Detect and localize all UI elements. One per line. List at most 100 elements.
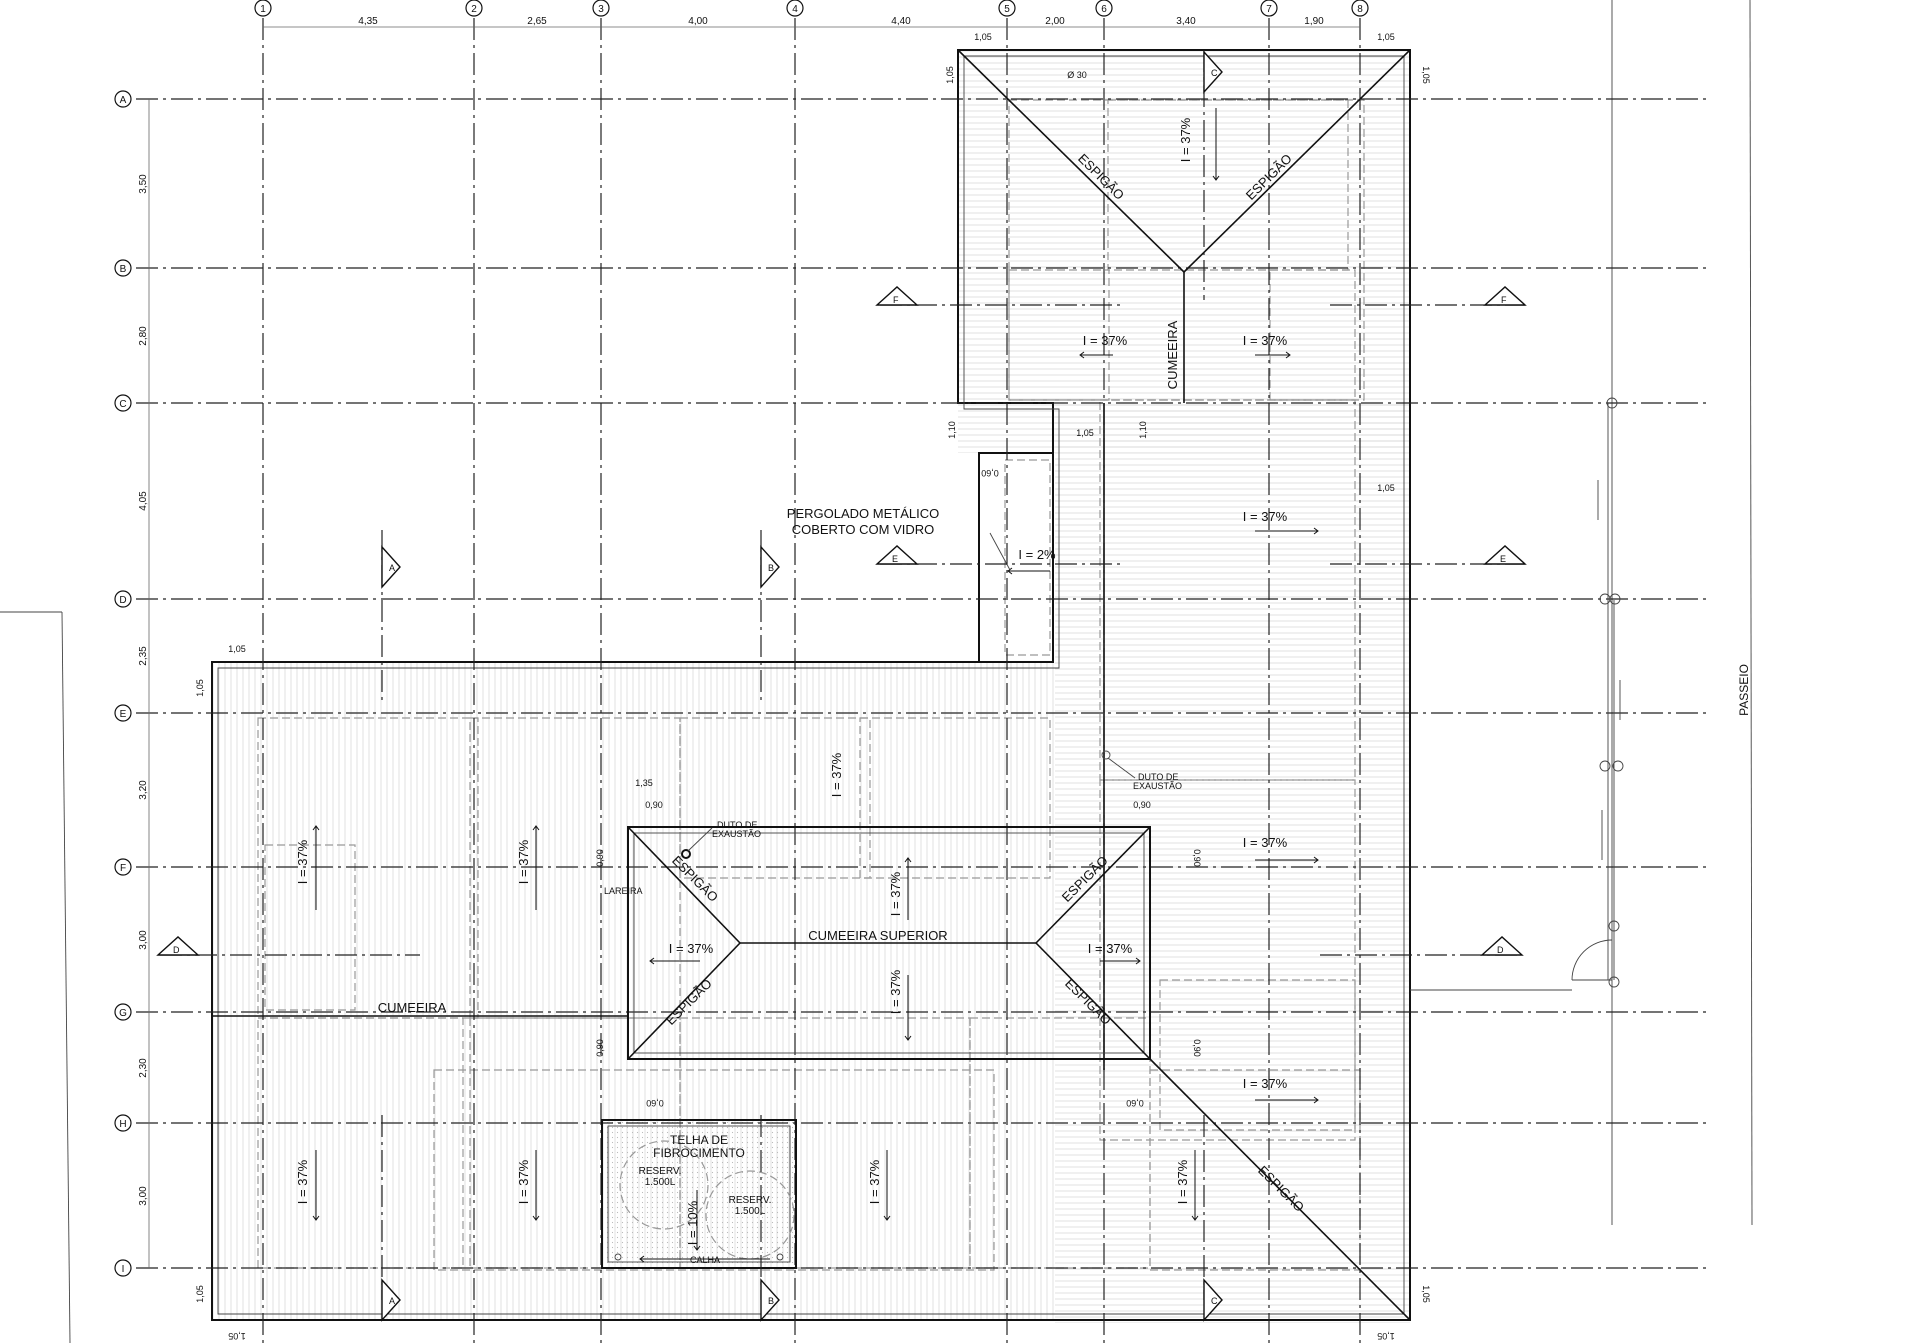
section-mark-f-left: F: [875, 286, 1120, 306]
row-bubble-f: F: [114, 858, 132, 876]
svg-text:I = 37%: I = 37%: [1243, 835, 1288, 850]
section-mark-d-left: D: [156, 936, 420, 956]
pergola-note-line1: PERGOLADO METÁLICO: [787, 506, 939, 521]
overhang-dim-top-left: 1,05: [974, 32, 992, 42]
pergola-outline: [978, 452, 1054, 663]
overhang-dim-top-vert-right: 1,05: [1421, 66, 1431, 84]
section-mark-b-top: B: [760, 530, 780, 700]
svg-text:A: A: [389, 1296, 395, 1306]
svg-text:B: B: [120, 264, 127, 275]
reservoir-1-capacity: 1.500L: [645, 1177, 676, 1188]
dim-vert-g: 0,90: [595, 1039, 605, 1057]
svg-text:7: 7: [1266, 4, 1272, 15]
row-bubble-d: D: [114, 590, 132, 608]
dim-right-vert-g: 0,90: [1192, 1039, 1202, 1057]
row-bubble-i: I: [114, 1259, 132, 1277]
svg-text:2,35: 2,35: [138, 646, 149, 666]
reservoir-1-label: RESERV.: [639, 1166, 682, 1177]
svg-text:E: E: [1500, 554, 1506, 564]
svg-text:6: 6: [1101, 4, 1107, 15]
svg-text:2,00: 2,00: [1045, 16, 1065, 27]
svg-text:4: 4: [792, 4, 798, 15]
reservoir-2-capacity: 1.500L: [735, 1206, 766, 1217]
svg-text:3,20: 3,20: [138, 780, 149, 800]
column-bubble-8: 8: [1351, 0, 1369, 17]
svg-text:G: G: [119, 1008, 127, 1019]
svg-text:4,35: 4,35: [358, 16, 378, 27]
svg-text:I = 37%: I = 37%: [516, 839, 531, 884]
slope-label-tank: I = 10%: [685, 1200, 700, 1245]
svg-text:4,00: 4,00: [688, 16, 708, 27]
svg-text:8: 8: [1357, 4, 1363, 15]
slope-arrows: [312, 108, 1319, 1251]
svg-text:I = 37%: I = 37%: [1243, 1076, 1288, 1091]
svg-text:C: C: [1211, 68, 1218, 78]
overhang-dim-left-vert: 1,05: [195, 679, 205, 697]
svg-text:F: F: [1501, 295, 1507, 305]
sidewalk-label: PASSEIO: [1737, 664, 1751, 716]
svg-text:5: 5: [1004, 4, 1010, 15]
fireplace-dim-vert: 0,90: [595, 849, 605, 867]
svg-text:3,40: 3,40: [1176, 16, 1196, 27]
section-mark-f-right: F: [1330, 286, 1527, 306]
svg-text:H: H: [119, 1119, 126, 1130]
overhang-dim-bottom-right: 1,05: [1377, 1331, 1395, 1341]
svg-text:EXAUSTÃO: EXAUSTÃO: [712, 829, 761, 839]
column-bubble-6: 6: [1095, 0, 1113, 17]
section-mark-e-right: E: [1330, 545, 1527, 565]
svg-text:I = 37%: I = 37%: [295, 839, 310, 884]
svg-text:D: D: [173, 945, 180, 955]
svg-text:I = 37%: I = 37%: [1088, 941, 1133, 956]
svg-text:4,05: 4,05: [138, 491, 149, 511]
overhang-dim-mid-right: 1,05: [1377, 483, 1395, 493]
upper-ridge-label: CUMEEIRA SUPERIOR: [808, 928, 947, 943]
tank-area: [601, 1119, 797, 1269]
svg-text:I: I: [122, 1264, 125, 1275]
upper-roof-block: [627, 826, 1411, 1321]
tank-roof-line2: FIBROCIMENTO: [653, 1146, 745, 1160]
dim-pergola-rot: 0,60: [981, 468, 999, 478]
dim-bottom-left-rot: 0,60: [646, 1098, 664, 1108]
slope-labels: I = 37% I = 37% I = 37% I = 37% I = 37% …: [295, 117, 1288, 1204]
step-dim-horiz: 1,05: [1076, 428, 1094, 438]
svg-text:I = 37%: I = 37%: [1083, 333, 1128, 348]
svg-text:C: C: [119, 399, 126, 410]
row-bubble-h: H: [114, 1114, 132, 1132]
section-mark-a-bottom: A: [381, 1115, 401, 1322]
svg-text:3,00: 3,00: [138, 930, 149, 950]
right-fence-elements: [1410, 397, 1624, 991]
svg-text:2,65: 2,65: [527, 16, 547, 27]
section-mark-e-left: E: [875, 545, 1120, 565]
overhang-dim-bottom-vert-right: 1,05: [1421, 1285, 1431, 1303]
svg-text:I = 37%: I = 37%: [1178, 117, 1193, 162]
svg-text:C: C: [1211, 1296, 1218, 1306]
svg-text:1,90: 1,90: [1304, 16, 1324, 27]
svg-text:I = 37%: I = 37%: [295, 1159, 310, 1204]
svg-text:D: D: [1497, 945, 1504, 955]
svg-text:A: A: [389, 563, 395, 573]
svg-text:1: 1: [260, 4, 266, 15]
svg-text:DUTO DE: DUTO DE: [1138, 772, 1178, 782]
section-mark-c-top: C: [1203, 50, 1223, 300]
dim-bottom-right-rot: 0,60: [1126, 1098, 1144, 1108]
svg-text:3,50: 3,50: [138, 174, 149, 194]
svg-text:I = 37%: I = 37%: [888, 969, 903, 1014]
section-mark-b-bottom: B: [760, 1115, 780, 1322]
svg-text:I = 37%: I = 37%: [867, 1159, 882, 1204]
svg-text:3,00: 3,00: [138, 1186, 149, 1206]
step-dim-vert-2: 1,10: [1138, 421, 1148, 439]
fireplace-dim-090: 0,90: [645, 800, 663, 810]
row-bubble-e: E: [114, 704, 132, 722]
slope-label-pergola: I = 2%: [1018, 547, 1056, 562]
roof-outline-inner: [217, 55, 1405, 1315]
column-bubble-3: 3: [592, 0, 610, 17]
fireplace-dim-135: 1,35: [635, 778, 653, 788]
gutter-label: CALHA: [690, 1255, 720, 1265]
svg-text:D: D: [119, 595, 126, 606]
svg-text:2: 2: [471, 4, 477, 15]
svg-text:I = 37%: I = 37%: [829, 752, 844, 797]
section-mark-c-bottom: C: [1203, 1115, 1223, 1322]
svg-text:3: 3: [598, 4, 604, 15]
svg-text:I = 37%: I = 37%: [1243, 509, 1288, 524]
